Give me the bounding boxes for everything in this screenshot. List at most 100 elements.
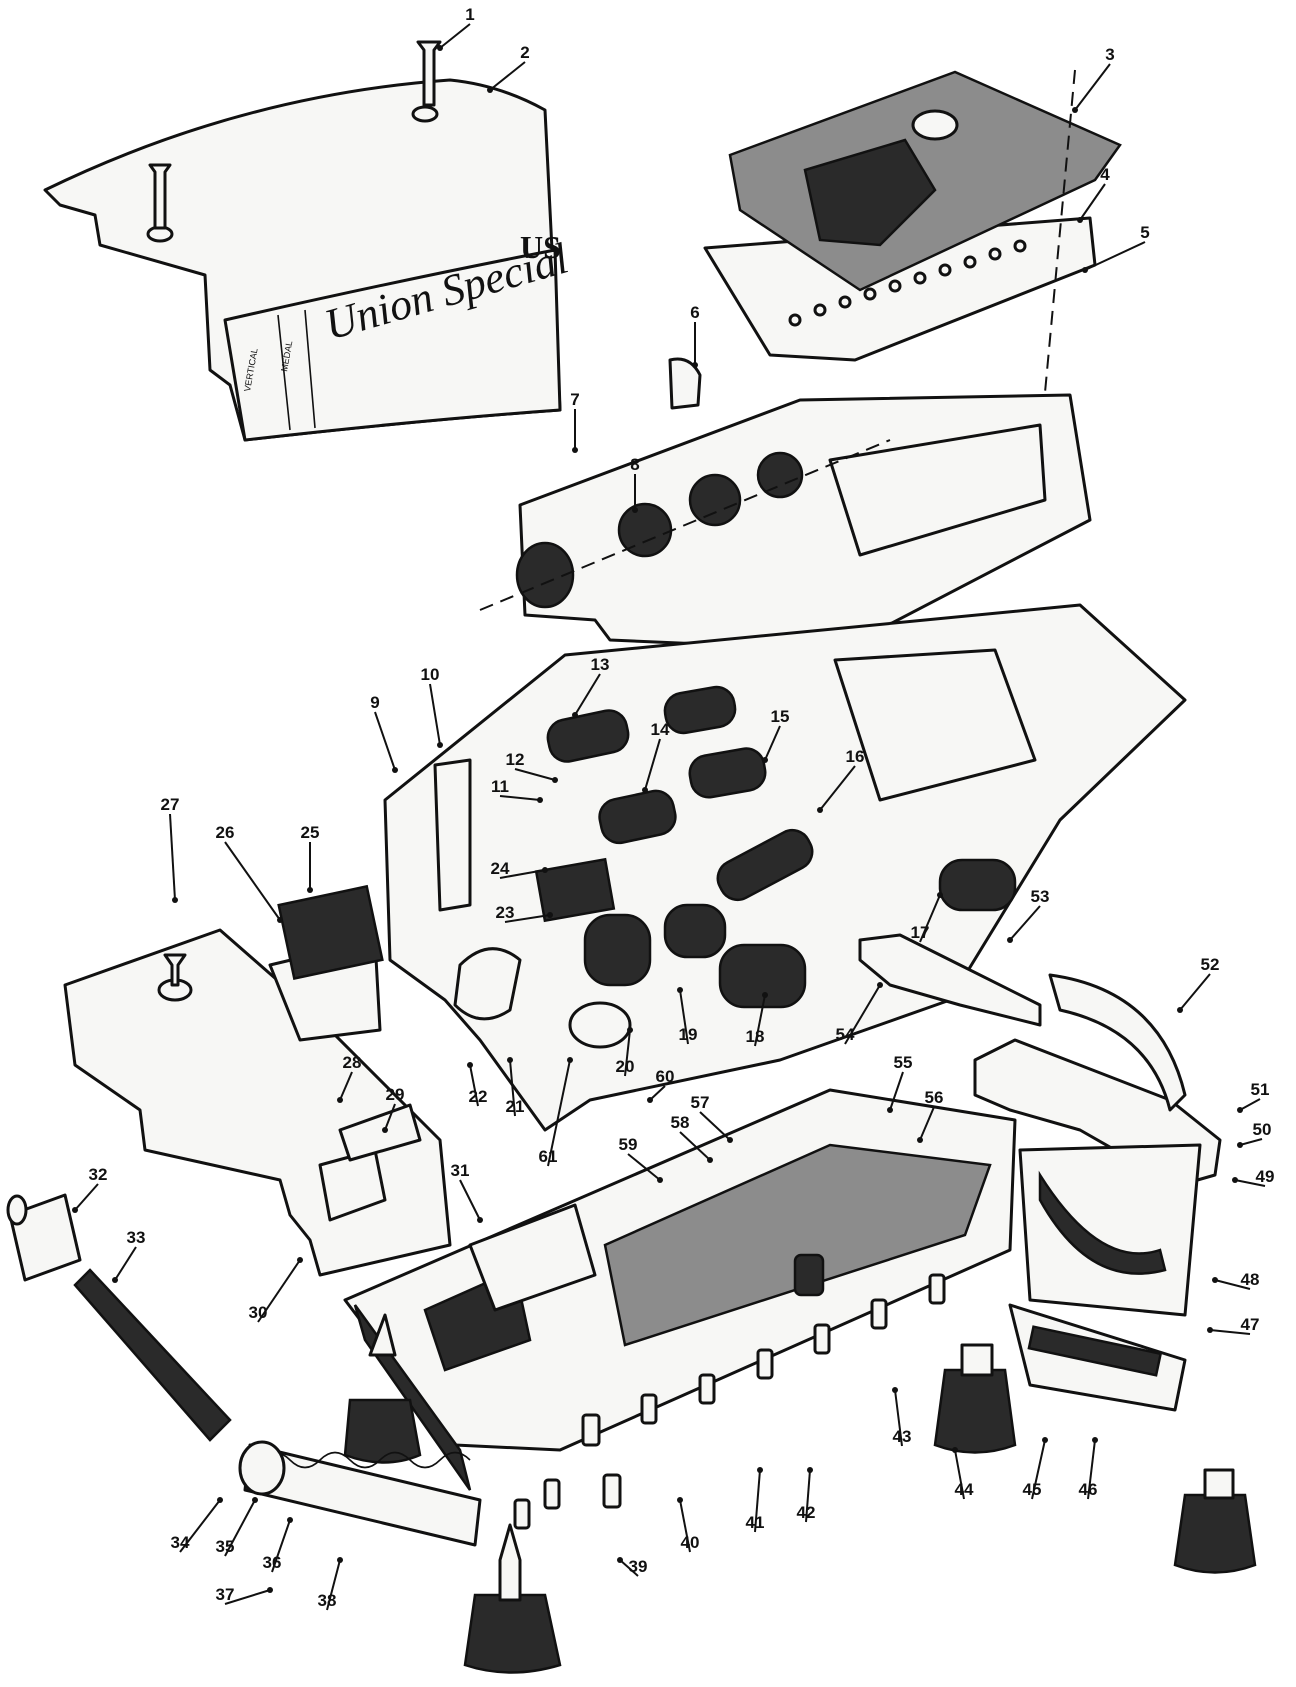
callout-number-27: 27 (161, 795, 180, 814)
cover-screw-left (148, 163, 172, 230)
frame-bushings (546, 685, 1017, 1009)
callout-arrowhead-51 (1237, 1107, 1243, 1113)
callout-number-28: 28 (343, 1053, 362, 1072)
callout-number-59: 59 (619, 1135, 638, 1154)
callout-leader-29 (384, 1103, 396, 1131)
callout-leader-47 (1209, 1329, 1251, 1335)
callout-number-56: 56 (925, 1088, 944, 1107)
callout-number-16: 16 (846, 747, 865, 766)
callout-leader-1 (439, 23, 471, 49)
callout-leader-14 (644, 738, 661, 791)
callout-arrowhead-17 (937, 892, 943, 898)
callout-arrowhead-41 (757, 1467, 763, 1473)
callout-leader-53 (1009, 905, 1041, 941)
callout-leader-60 (649, 1085, 666, 1101)
bottom-pan (343, 1088, 1017, 1491)
callout-arrowhead-4 (1077, 217, 1083, 223)
callout-arrowhead-5 (1082, 267, 1088, 273)
callout-leader-17 (919, 894, 941, 943)
callout-number-35: 35 (216, 1537, 235, 1556)
callout-arrowhead-46 (1092, 1437, 1098, 1443)
callout-arrowhead-61 (567, 1057, 573, 1063)
callout-leader-45 (1031, 1439, 1046, 1500)
callout-number-31: 31 (451, 1161, 470, 1180)
callout-arrowhead-45 (1042, 1437, 1048, 1443)
callout-arrowhead-30 (297, 1257, 303, 1263)
callout-number-32: 32 (89, 1165, 108, 1184)
callout-arrowhead-24 (542, 867, 548, 873)
callout-number-57: 57 (691, 1093, 710, 1112)
callout-arrowhead-43 (892, 1387, 898, 1393)
callout-leader-46 (1087, 1439, 1096, 1500)
callout-number-52: 52 (1201, 955, 1220, 974)
callout-number-40: 40 (681, 1533, 700, 1552)
loose-screws (513, 1273, 946, 1530)
callout-arrowhead-3 (1072, 107, 1078, 113)
foot-center-right (933, 1368, 1017, 1454)
callout-arrowhead-32 (72, 1207, 78, 1213)
callout-number-58: 58 (671, 1113, 690, 1132)
callout-leader-3 (1074, 63, 1111, 111)
callout-leader-55 (889, 1071, 904, 1111)
hose-assembly (6, 1193, 482, 1547)
callout-leader-41 (754, 1469, 761, 1533)
callout-arrowhead-38 (337, 1557, 343, 1563)
callout-arrowhead-53 (1007, 937, 1013, 943)
hose-clamp (238, 1440, 286, 1496)
callout-number-30: 30 (249, 1303, 268, 1322)
callout-leader-16 (819, 765, 856, 811)
callout-leader-22 (469, 1064, 479, 1107)
callout-leader-34 (179, 1499, 221, 1553)
callout-leader-54 (844, 984, 881, 1045)
callout-number-42: 42 (797, 1503, 816, 1522)
callout-arrowhead-55 (887, 1107, 893, 1113)
callout-arrowhead-22 (467, 1062, 473, 1068)
callout-number-12: 12 (506, 750, 525, 769)
callout-arrowhead-52 (1177, 1007, 1183, 1013)
gasket-screws (788, 239, 1027, 327)
callout-arrowhead-42 (807, 1467, 813, 1473)
callout-leader-38 (326, 1559, 341, 1611)
callout-leader-11 (499, 795, 541, 801)
callout-number-19: 19 (679, 1025, 698, 1044)
callout-leader-56 (919, 1106, 935, 1141)
foot-left-front (463, 1593, 562, 1674)
callout-arrowhead-10 (437, 742, 443, 748)
callout-number-25: 25 (301, 823, 320, 842)
callout-arrowhead-35 (252, 1497, 258, 1503)
callout-leader-36 (271, 1519, 291, 1573)
callout-arrowhead-13 (572, 712, 578, 718)
callout-leader-33 (114, 1246, 137, 1281)
callout-leader-37 (224, 1589, 271, 1605)
callout-leader-42 (805, 1469, 811, 1523)
callout-number-10: 10 (421, 665, 440, 684)
callout-leader-26 (224, 841, 281, 921)
callout-arrowhead-8 (632, 507, 638, 513)
callout-arrowhead-54 (877, 982, 883, 988)
callout-arrowhead-34 (217, 1497, 223, 1503)
callout-number-2: 2 (520, 43, 529, 62)
callout-number-21: 21 (506, 1097, 525, 1116)
callout-leader-5 (1084, 241, 1146, 271)
filter-screen-cartridge (73, 1268, 232, 1442)
top-plate-assembly (703, 69, 1122, 501)
callout-number-7: 7 (570, 390, 579, 409)
callout-leader-58 (679, 1131, 711, 1161)
callout-arrowhead-27 (172, 897, 178, 903)
callout-number-53: 53 (1031, 887, 1050, 906)
callout-number-34: 34 (171, 1533, 190, 1552)
bushing-front (515, 541, 575, 609)
callout-number-17: 17 (911, 923, 930, 942)
callout-number-47: 47 (1241, 1315, 1260, 1334)
callout-arrowhead-15 (762, 757, 768, 763)
callout-number-5: 5 (1140, 223, 1149, 242)
callout-arrowhead-58 (707, 1157, 713, 1163)
callout-arrowhead-20 (627, 1027, 633, 1033)
bearing-flange (453, 947, 522, 1021)
callout-leader-12 (514, 768, 556, 781)
callout-number-9: 9 (370, 693, 379, 712)
callout-number-13: 13 (591, 655, 610, 674)
callout-number-54: 54 (836, 1025, 855, 1044)
